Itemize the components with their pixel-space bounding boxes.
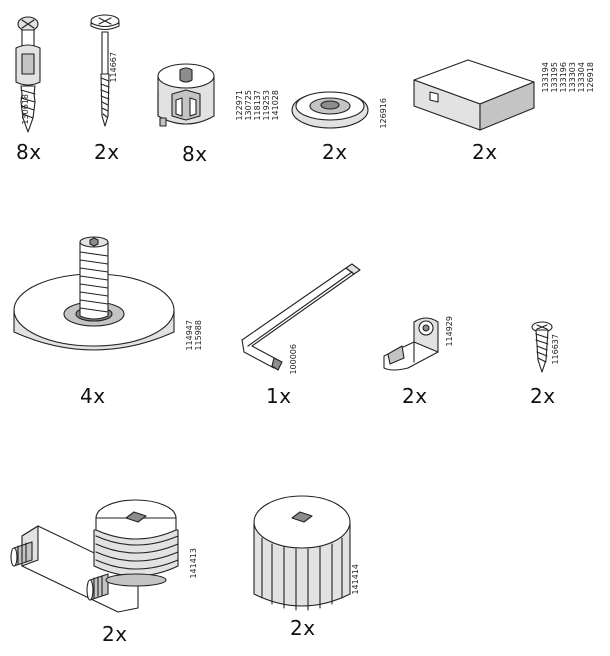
block-pad-icon <box>413 59 535 131</box>
quantity-label: 8x <box>16 140 42 164</box>
part-code: 118137 <box>253 90 262 121</box>
part-code: 114947 <box>185 320 194 351</box>
knurled-cap-icon <box>253 495 351 611</box>
part-code: 141413 <box>189 548 198 579</box>
long-screw-icon <box>90 14 120 127</box>
part-shelf-clip: 114929 <box>378 312 478 382</box>
part-code: 133304 <box>577 62 586 93</box>
part-block-pad: 133194 133195 133196 133303 133304 12691… <box>410 56 610 136</box>
part-leveling-foot: 114947 115988 <box>10 234 210 374</box>
cam-lock-icon <box>157 63 215 127</box>
quantity-label: 2x <box>530 384 556 408</box>
quantity-label: 1x <box>266 384 292 408</box>
part-code: 133196 <box>559 62 568 93</box>
part-code: 126918 <box>586 62 595 93</box>
part-allen-key: 100006 <box>236 262 366 377</box>
part-bracket-connector: 141413 <box>8 496 208 616</box>
part-code: 122971 <box>235 90 244 121</box>
shelf-clip-icon <box>383 317 439 371</box>
bracket-connector-icon <box>10 499 179 613</box>
allen-key-icon <box>241 263 361 371</box>
part-code: 141414 <box>351 564 360 595</box>
leveling-foot-icon <box>13 236 175 351</box>
part-code: 141028 <box>271 90 280 121</box>
part-code: 133194 <box>541 62 550 93</box>
quantity-label: 2x <box>102 622 128 646</box>
part-code: 130725 <box>244 90 253 121</box>
part-code: 115988 <box>194 320 203 351</box>
part-cam-bolt: 130618 <box>8 12 68 133</box>
short-screw-icon <box>531 321 553 373</box>
part-cam-lock: 122971 130725 118137 119253 141028 <box>152 60 280 140</box>
cam-bolt-icon <box>15 16 41 133</box>
quantity-label: 4x <box>80 384 106 408</box>
part-code: 126916 <box>379 98 388 129</box>
quantity-label: 2x <box>472 140 498 164</box>
quantity-label: 2x <box>290 616 316 640</box>
part-code: 133303 <box>568 62 577 93</box>
quantity-label: 8x <box>182 142 208 166</box>
part-knurled-cap: 141414 <box>252 494 372 614</box>
quantity-label: 2x <box>322 140 348 164</box>
part-code: 114929 <box>445 316 454 347</box>
part-code: 133195 <box>550 62 559 93</box>
part-code: 100006 <box>289 344 298 375</box>
part-code: 119253 <box>262 90 271 121</box>
part-code: 116637 <box>551 334 560 365</box>
part-dish-washer: 126916 <box>290 84 400 134</box>
quantity-label: 2x <box>94 140 120 164</box>
part-short-screw: 116637 <box>526 320 586 380</box>
part-code: 114667 <box>109 52 118 83</box>
part-code: 130618 <box>21 94 30 125</box>
quantity-label: 2x <box>402 384 428 408</box>
part-long-screw: 114667 <box>88 14 138 132</box>
dish-washer-icon <box>291 91 369 129</box>
